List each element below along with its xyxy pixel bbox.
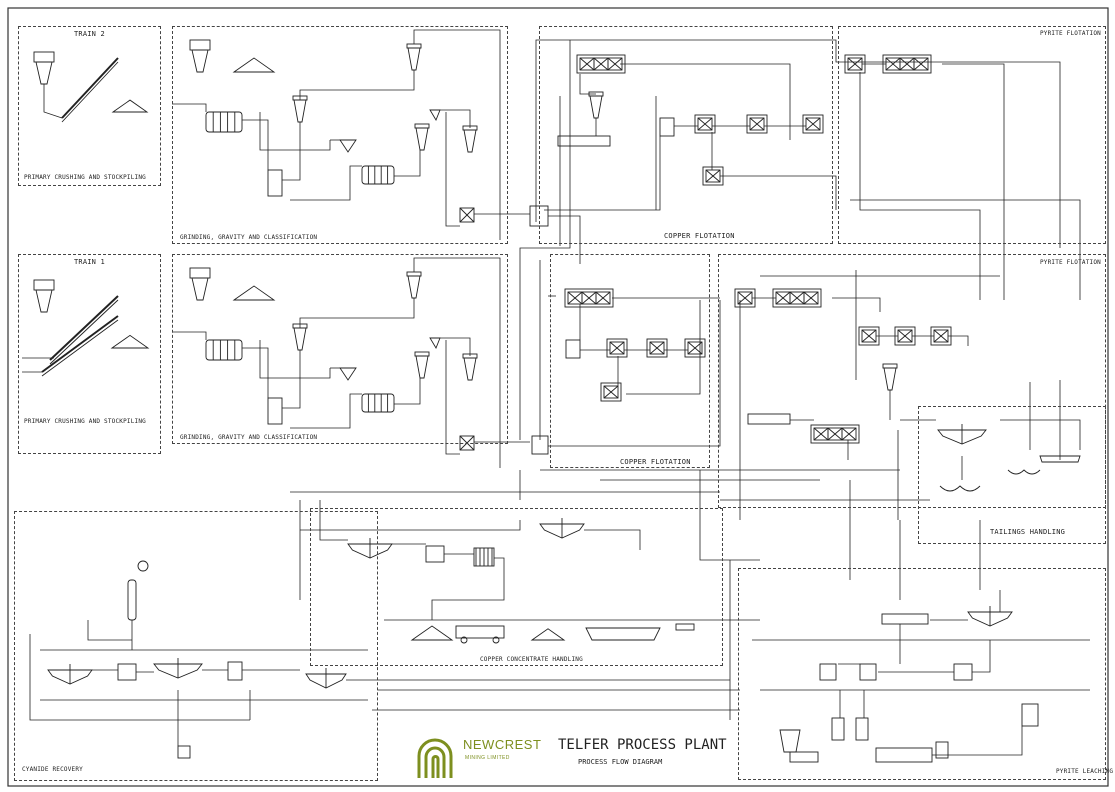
pyrite-flotation-label-1: PYRITE FLOTATION bbox=[1040, 259, 1101, 266]
tailings-box bbox=[918, 406, 1106, 544]
concentrate-box bbox=[310, 508, 723, 666]
concentrate-label: COPPER CONCENTRATE HANDLING bbox=[480, 656, 583, 663]
crushing-label-2: PRIMARY CRUSHING AND STOCKPILING bbox=[24, 174, 146, 181]
pyrite-flotation-label-2: PYRITE FLOTATION bbox=[1040, 30, 1101, 37]
train2-header: TRAIN 2 bbox=[74, 30, 105, 38]
logo bbox=[411, 730, 459, 780]
crushing-label-1: PRIMARY CRUSHING AND STOCKPILING bbox=[24, 418, 146, 425]
cyanide-recovery-label: CYANIDE RECOVERY bbox=[22, 766, 83, 773]
pyrite-leaching-box bbox=[738, 568, 1106, 780]
train2-crushing-box bbox=[18, 26, 161, 186]
train1-grinding-box bbox=[172, 254, 508, 444]
diagram-title: TELFER PROCESS PLANT bbox=[558, 737, 727, 753]
grinding-label-1: GRINDING, GRAVITY AND CLASSIFICATION bbox=[180, 434, 317, 441]
company-tagline: MINING LIMITED bbox=[465, 755, 510, 761]
grinding-label-2: GRINDING, GRAVITY AND CLASSIFICATION bbox=[180, 234, 317, 241]
train2-grinding-box bbox=[172, 26, 508, 244]
pyrite-leaching-label: PYRITE LEACHING bbox=[1056, 768, 1113, 775]
copper-flotation-label-2: COPPER FLOTATION bbox=[664, 232, 735, 240]
train1-header: TRAIN 1 bbox=[74, 258, 105, 266]
copper-flotation-label-1: COPPER FLOTATION bbox=[620, 458, 691, 466]
pyrite-flotation-2-box bbox=[838, 26, 1106, 244]
logo-mark bbox=[411, 730, 459, 780]
tailings-label: TAILINGS HANDLING bbox=[990, 528, 1065, 536]
copper-flotation-1-box bbox=[550, 254, 710, 468]
copper-flotation-2-box bbox=[539, 26, 833, 244]
diagram-subtitle: PROCESS FLOW DIAGRAM bbox=[578, 758, 662, 766]
company-name: NEWCREST bbox=[463, 737, 541, 752]
